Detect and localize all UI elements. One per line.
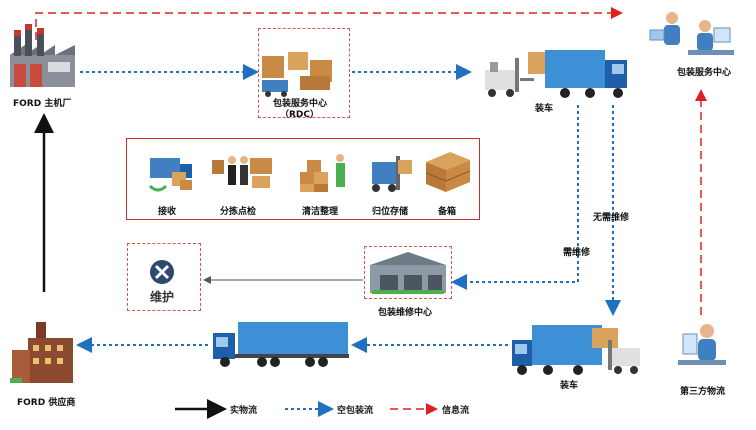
- step-receive-label: 接收: [158, 207, 177, 217]
- loading-truck-bottom: [512, 325, 640, 375]
- return-truck: [213, 322, 349, 367]
- storage-icon: [372, 156, 412, 192]
- process-steps-box: [126, 138, 480, 220]
- rdc-sublabel: （RDC）: [280, 110, 320, 120]
- legend-empty-label: 空包装流: [337, 406, 374, 416]
- third-party-label: 第三方物流: [680, 387, 726, 397]
- step-storage-label: 归位存储: [372, 207, 409, 217]
- ford-plant-label: FORD 主机厂: [13, 99, 72, 109]
- need-repair-label: 需维修: [563, 248, 591, 258]
- third-party-person-icon: [678, 324, 726, 365]
- repair-box: [127, 243, 201, 311]
- repair-label: 维护: [150, 290, 175, 304]
- wrench-icon: [150, 260, 174, 284]
- factory-icon: [10, 24, 75, 87]
- service-center-right-label: 包装服务中心: [677, 68, 732, 78]
- sort-inspect-icon: [212, 156, 272, 188]
- receive-icon: [148, 158, 192, 192]
- loading-bottom-label: 装车: [560, 381, 579, 391]
- rdc-icon: [262, 52, 332, 97]
- loading-truck-top: [485, 50, 627, 98]
- step-prepare-label: 备箱: [438, 207, 457, 217]
- repair-center-box: [364, 246, 452, 299]
- no-repair-label: 无需维修: [593, 213, 630, 223]
- clean-icon: [300, 154, 345, 192]
- info-flow-lines: [35, 7, 707, 315]
- rdc-label: 包装服务中心: [273, 99, 328, 109]
- empty-flow-lines: [76, 64, 621, 353]
- legend-physical-label: 实物流: [230, 406, 258, 416]
- repair-center-warehouse-icon: [370, 252, 446, 294]
- step-sort-inspect-label: 分拣点检: [220, 207, 257, 217]
- supplier-building-icon: [10, 322, 73, 383]
- step-clean-label: 清洁整理: [302, 207, 339, 217]
- service-center-people-icon: [649, 12, 734, 55]
- ford-supplier-label: FORD 供应商: [17, 398, 76, 408]
- rdc-box: [258, 28, 350, 118]
- legend-info-label: 信息流: [442, 406, 470, 416]
- physical-flow-lines: [34, 113, 363, 292]
- prepare-boxes-icon: [425, 152, 471, 192]
- loading-top-label: 装车: [535, 104, 554, 114]
- repair-center-label: 包装维修中心: [378, 308, 433, 318]
